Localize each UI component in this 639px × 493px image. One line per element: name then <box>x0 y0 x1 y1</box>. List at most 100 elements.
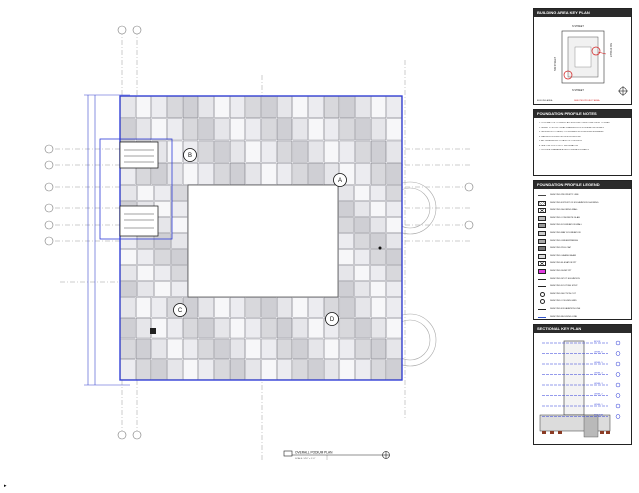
level-marker-icon <box>615 403 621 409</box>
note-line: 7. PROVIDE DRAINAGE AT ALL FOUNDATION WA… <box>539 149 589 151</box>
zone-label-d: D <box>330 317 335 323</box>
arrow-cursor-icon: ▸ <box>4 483 7 489</box>
level-marker-icon <box>615 393 621 398</box>
legend-row: DENOTES ELEVATOR PIT <box>538 260 628 268</box>
podium-plan-drawing: A B C D OVERALL PODIUM PLAN SCALE: 1/16" = … <box>44 25 474 462</box>
zone-marker-c <box>173 303 187 317</box>
level-marker-icon <box>615 414 621 419</box>
legend-symbol-icon <box>538 253 546 259</box>
legend-row: DENOTES UNDERPINNING <box>538 238 628 246</box>
unit-texture <box>119 95 403 381</box>
zone-label-a: A <box>338 178 342 184</box>
zone-marker-b <box>183 148 197 162</box>
legend-label: DENOTES FOOTING STEP <box>550 285 578 288</box>
zone-label-c: C <box>178 308 183 314</box>
notes-panel: FOUNDATION PROFILE NOTES 1. CONTRACTOR T… <box>533 109 632 176</box>
section-level-label: LEVEL 6 <box>594 352 603 354</box>
legend-symbol-icon <box>538 223 546 229</box>
legend-row: DENOTES FOUNDATION WALL <box>538 222 628 230</box>
plan-subtitle: SCALE: 1/16" = 1'-0" <box>295 457 315 460</box>
legend-row: DENOTES GRADE BEAM <box>538 253 628 261</box>
north-arrow-icon <box>618 86 628 96</box>
key-plan-panel: BUILDING AREA KEY PLAN N STREET N STREET… <box>533 8 632 105</box>
level-marker-icon <box>615 361 621 367</box>
legend-row: DENOTES PROPERTY LINE <box>538 192 628 200</box>
legend-label: DENOTES SHORING WALL <box>550 209 578 212</box>
section-level-label: LEVEL 3 <box>594 383 603 385</box>
section-level-label: LEVEL 4 <box>594 373 603 375</box>
legend-label: DENOTES SECTION CUT <box>550 292 577 295</box>
street-bottom: N STREET <box>572 89 584 92</box>
note-line: 1. CONTRACTOR TO VERIFY ALL EXISTING CON… <box>539 122 611 124</box>
legend-label: DENOTES FOUNDATION WALL <box>550 224 582 227</box>
note-line: 5. ALL DIMENSIONS TO FACE OF CONCRETE <box>539 140 582 142</box>
legend-row: DENOTES MAT FOUNDATION <box>538 230 628 238</box>
section-level-label: LEVEL 5 <box>594 362 603 364</box>
section-level-label: LEVEL 2 <box>594 394 603 396</box>
legend-panel: FOUNDATION PROFILE LEGEND DENOTES PROPER… <box>533 180 632 320</box>
legend-symbol-icon <box>538 231 546 236</box>
legend-row: DENOTES CONCRETE SLAB <box>538 215 628 223</box>
section-level-label: LEVEL 1 <box>594 404 603 406</box>
legend-row: DENOTES COLUMN GRID <box>538 298 628 306</box>
legend-row: DENOTES BUILDING LINE <box>538 314 628 322</box>
key-plan-note-2: DENOTES PROJECT AREA <box>574 99 600 102</box>
legend-symbol-icon <box>538 208 546 214</box>
legend-label: DENOTES MAT FOUNDATION <box>550 232 581 234</box>
notes-title: FOUNDATION PROFILE NOTES <box>534 110 631 118</box>
legend-label: DENOTES GRADE BEAM <box>550 254 576 257</box>
zone-marker-a <box>333 173 347 187</box>
legend-symbol-icon <box>538 269 546 274</box>
section-diagram: ROOF LEVEL 6 LEVEL 5 LEVEL 4 LEVEL 3 LEVEL 2 L… <box>539 340 621 438</box>
legend-row: DENOTES FOOTING STEP <box>538 283 628 291</box>
legend-label: DENOTES SUMP PIT <box>550 270 572 272</box>
street-top: N STREET <box>572 25 584 28</box>
key-plan-diagram: N STREET N STREET NW STREET NW STREET BU… <box>537 25 628 102</box>
note-line: 4. WATERPROOFING PER SPECIFICATIONS <box>539 135 581 138</box>
zone-label-b: B <box>188 153 192 159</box>
legend-row: DENOTES EXCAVATION LINE <box>538 306 628 314</box>
street-left: NW STREET <box>554 56 557 71</box>
legend-label: DENOTES EXTENT OF EXCAVATION SHORING <box>550 201 599 204</box>
legend-row: DENOTES SECTION CUT <box>538 291 628 299</box>
legend-title: FOUNDATION PROFILE LEGEND <box>534 181 631 189</box>
zone-marker-d <box>325 312 339 326</box>
legend-label: DENOTES ELEVATOR PIT <box>550 262 577 265</box>
legend-label: DENOTES EXCAVATION LINE <box>550 308 581 310</box>
note-line: 2. REFER TO STRUCTURAL DRAWINGS FOR FOUN… <box>539 126 604 129</box>
legend-label: DENOTES BUILDING LINE <box>550 315 577 318</box>
legend-row: DENOTES PILE CAP <box>538 245 628 253</box>
legend-label: DENOTES PROPERTY LINE <box>550 194 579 196</box>
level-marker-icon <box>615 382 621 388</box>
key-plan-note-1: BUILDING AREA <box>537 99 553 102</box>
legend-symbol-icon <box>538 309 546 310</box>
legend-symbol-icon <box>538 278 546 280</box>
section-title: SECTIONAL KEY PLAN <box>534 325 631 333</box>
legend-label: DENOTES PILE CAP <box>550 247 572 250</box>
legend-label: DENOTES SPOT ELEVATION <box>550 277 580 280</box>
legend-label: DENOTES COLUMN GRID <box>550 300 577 303</box>
key-plan-title: BUILDING AREA KEY PLAN <box>534 9 631 17</box>
legend-symbol-icon <box>538 286 546 288</box>
legend-symbol-icon <box>538 261 546 267</box>
street-right: NW STREET <box>609 43 612 58</box>
level-marker-icon <box>615 372 621 377</box>
legend-row: DENOTES SPOT ELEVATION <box>538 276 628 284</box>
plan-title-block: OVERALL PODIUM PLAN SCALE: 1/16" = 1'-0" <box>283 451 390 460</box>
legend-row: DENOTES SHORING WALL <box>538 207 628 215</box>
plan-title: OVERALL PODIUM PLAN <box>295 451 333 455</box>
legend-label: DENOTES UNDERPINNING <box>550 239 579 242</box>
legend-label: DENOTES CONCRETE SLAB <box>550 216 580 219</box>
legend-symbol-icon <box>539 291 545 297</box>
note-line: 6. SEE CIVIL FOR UTILITY INFORMATION <box>539 144 578 147</box>
level-marker-icon <box>615 340 621 346</box>
section-level-label: ROOF <box>594 341 601 343</box>
legend-symbol-icon <box>538 238 546 244</box>
legend-symbol-icon <box>539 299 545 305</box>
level-marker-icon <box>615 351 621 356</box>
legend-row: DENOTES SUMP PIT <box>538 268 628 276</box>
legend-symbol-icon <box>538 215 546 221</box>
legend-symbol-icon <box>538 316 546 318</box>
legend-row: DENOTES EXTENT OF EXCAVATION SHORING <box>538 200 628 208</box>
